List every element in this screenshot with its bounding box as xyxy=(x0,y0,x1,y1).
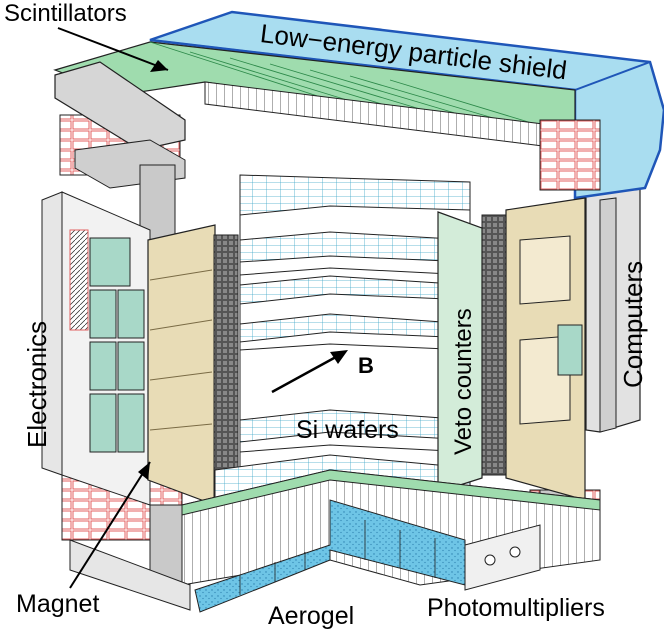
label-si-wafers: Si wafers xyxy=(296,416,399,444)
label-computers: Computers xyxy=(618,260,648,388)
label-electronics: Electronics xyxy=(22,320,52,448)
label-aerogel: Aerogel xyxy=(268,602,355,630)
callout-arrows xyxy=(57,27,348,589)
label-scintillators: Scintillators xyxy=(4,0,127,27)
label-veto-counters: Veto counters xyxy=(450,308,477,455)
label-photomultipliers: Photomultipliers xyxy=(427,594,605,622)
label-magnet: Magnet xyxy=(16,590,100,618)
magnet-left xyxy=(147,224,239,506)
scintillator-layer xyxy=(53,41,576,151)
label-magnetic-field: B xyxy=(358,353,374,378)
computers-cabinet xyxy=(585,187,641,433)
photomultipliers xyxy=(464,524,541,591)
magnet-right xyxy=(481,197,586,501)
veto-counter-panel xyxy=(437,211,483,493)
electronics-panel xyxy=(41,191,151,506)
